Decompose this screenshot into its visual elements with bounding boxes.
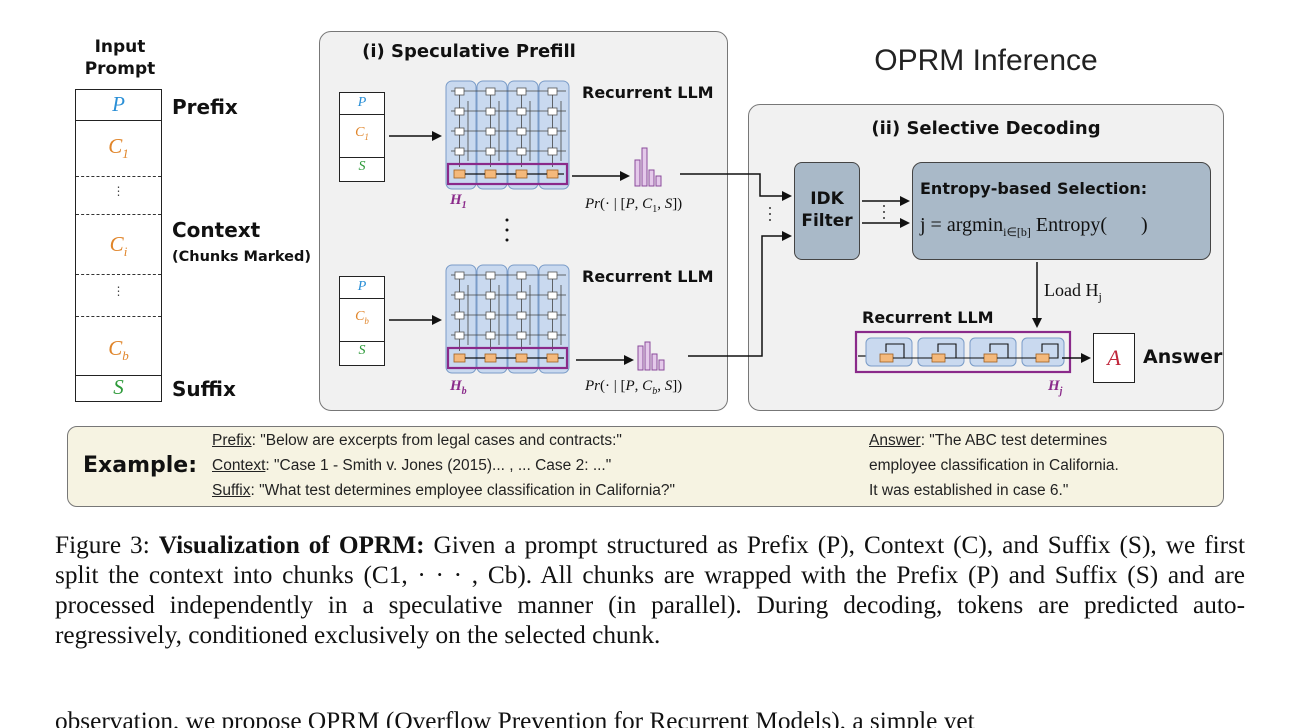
recurrent-llm-label-1: Recurrent LLM bbox=[582, 83, 714, 102]
pr-c1-label: Pr(· | [P, C1, S]) bbox=[585, 196, 683, 215]
load-hj-label: Load Hj bbox=[1044, 280, 1102, 304]
oprm-inference-title: OPRM Inference bbox=[874, 44, 1098, 77]
hj-label: Hj bbox=[1048, 378, 1063, 397]
decoding-recurrent-llm-label: Recurrent LLM bbox=[862, 308, 994, 327]
example-box bbox=[67, 426, 1224, 507]
entropy-formula: j = argmini∈[b] Entropy() bbox=[920, 214, 1148, 239]
answer-box: A bbox=[1093, 333, 1135, 383]
context-label: Context bbox=[172, 218, 261, 242]
example-answer-1: Answer: "The ABC test determines bbox=[869, 432, 1108, 449]
prefill-title: (i) Speculative Prefill bbox=[362, 41, 576, 62]
entropy-selection-box bbox=[912, 162, 1211, 260]
stack1-suffix: S bbox=[358, 159, 366, 174]
suffix-cell: S bbox=[113, 375, 124, 399]
chunk-cb-cell: Cb bbox=[108, 336, 129, 364]
pr-cb-label: Pr(· | [P, Cb, S]) bbox=[585, 378, 683, 397]
idk-filter: IDK Filter bbox=[794, 162, 860, 260]
chunk-ci-cell: Ci bbox=[109, 232, 128, 260]
recurrent-llm-label-2: Recurrent LLM bbox=[582, 267, 714, 286]
stack1-prefix: P bbox=[357, 95, 367, 110]
hb-label: Hb bbox=[450, 378, 467, 397]
chunk-c1-cell: C1 bbox=[108, 134, 129, 162]
decoding-title: (ii) Selective Decoding bbox=[871, 118, 1101, 139]
prefix-label: Prefix bbox=[172, 95, 238, 119]
figure-graphics bbox=[389, 79, 1186, 375]
prefix-cell: P bbox=[112, 92, 125, 116]
entropy-title: Entropy-based Selection: bbox=[920, 179, 1148, 198]
recurrent-llm-grid-2 bbox=[444, 263, 571, 375]
stack2-suffix: S bbox=[358, 343, 366, 358]
chunk-stack-1: P C1 S bbox=[339, 92, 385, 182]
recurrent-llm-grid-1 bbox=[444, 79, 571, 191]
example-answer-2: employee classification in California. bbox=[869, 457, 1119, 474]
chunk-stack-2: P Cb S bbox=[339, 276, 385, 366]
example-prefix: Prefix: "Below are excerpts from legal c… bbox=[212, 432, 622, 449]
body-text-line: observation, we propose OPRM (Overflow P… bbox=[55, 707, 975, 728]
example-answer-3: It was established in case 6." bbox=[869, 482, 1069, 499]
example-context: Context: "Case 1 - Smith v. Jones (2015)… bbox=[212, 457, 612, 474]
answer-label: Answer bbox=[1143, 346, 1223, 368]
input-prompt-column: P C1 ⋮ Ci ⋮ Cb S bbox=[75, 89, 162, 402]
example-label: Example: bbox=[83, 453, 197, 478]
stack2-chunk: Cb bbox=[355, 309, 369, 326]
input-prompt-title: Input Prompt bbox=[84, 37, 156, 79]
h1-label: H1 bbox=[450, 192, 467, 211]
suffix-label: Suffix bbox=[172, 377, 236, 401]
stack2-prefix: P bbox=[357, 279, 367, 294]
stack1-chunk: C1 bbox=[355, 125, 369, 142]
figure-caption: Figure 3: Visualization of OPRM: Given a… bbox=[55, 531, 1245, 649]
example-suffix: Suffix: "What test determines employee c… bbox=[212, 482, 676, 499]
chunks-marked-label: (Chunks Marked) bbox=[172, 249, 312, 265]
